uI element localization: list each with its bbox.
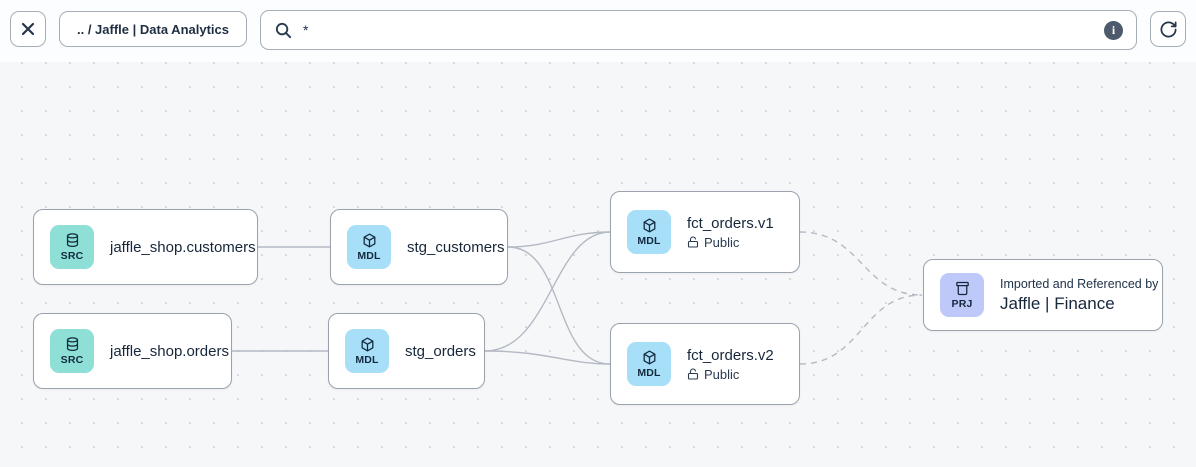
badge-label: SRC	[60, 354, 84, 366]
access-label: Public	[704, 234, 740, 250]
database-icon	[64, 232, 81, 249]
source-badge: SRC	[50, 329, 94, 373]
lineage-toolbar: .. / Jaffle | Data Analytics i	[0, 0, 1196, 62]
node-title: fct_orders.v1	[687, 214, 774, 232]
archive-box-icon	[954, 280, 971, 297]
node-title: jaffle_shop.orders	[110, 342, 229, 360]
cube-icon	[641, 349, 658, 366]
database-icon	[64, 336, 81, 353]
node-project-jaffle-finance[interactable]: PRJ Imported and Referenced by Jaffle | …	[923, 259, 1163, 331]
node-stg-customers[interactable]: MDL stg_customers	[330, 209, 508, 285]
close-icon	[19, 20, 37, 38]
badge-label: MDL	[357, 250, 381, 262]
edge-stg-customers-to-fct-v1	[507, 231, 611, 248]
edge-fct-v2-to-project	[799, 294, 923, 365]
lock-open-icon	[687, 236, 699, 248]
refresh-icon	[1159, 20, 1178, 39]
node-title: fct_orders.v2	[687, 346, 774, 364]
model-badge: MDL	[347, 225, 391, 269]
node-title: jaffle_shop.customers	[110, 238, 256, 256]
node-stg-orders[interactable]: MDL stg_orders	[328, 313, 485, 389]
node-pretitle: Imported and Referenced by	[1000, 276, 1159, 291]
model-badge: MDL	[345, 329, 389, 373]
badge-label: MDL	[355, 354, 379, 366]
source-badge: SRC	[50, 225, 94, 269]
breadcrumb[interactable]: .. / Jaffle | Data Analytics	[59, 11, 247, 47]
search-input[interactable]	[303, 22, 1094, 38]
badge-label: MDL	[637, 235, 661, 247]
edge-stg-orders-to-fct-v2	[484, 350, 611, 365]
cube-icon	[359, 336, 376, 353]
node-title: stg_customers	[407, 238, 505, 256]
access-label: Public	[704, 366, 740, 382]
search-icon	[274, 21, 293, 40]
model-badge: MDL	[627, 210, 671, 254]
node-src-jaffle-shop-customers[interactable]: SRC jaffle_shop.customers	[33, 209, 258, 285]
node-fct-orders-v2[interactable]: MDL fct_orders.v2 Public	[610, 323, 800, 405]
cube-icon	[361, 232, 378, 249]
cube-icon	[641, 217, 658, 234]
project-badge: PRJ	[940, 273, 984, 317]
refresh-button[interactable]	[1150, 11, 1186, 47]
lineage-canvas[interactable]: SRC jaffle_shop.customers SRC jaffle_sho…	[0, 62, 1196, 467]
info-icon[interactable]: i	[1104, 20, 1123, 40]
node-title: Jaffle | Finance	[1000, 293, 1115, 313]
badge-label: PRJ	[951, 298, 973, 310]
badge-label: MDL	[637, 367, 661, 379]
model-badge: MDL	[627, 342, 671, 386]
node-fct-orders-v1[interactable]: MDL fct_orders.v1 Public	[610, 191, 800, 273]
lock-open-icon	[687, 368, 699, 380]
node-src-jaffle-shop-orders[interactable]: SRC jaffle_shop.orders	[33, 313, 232, 389]
node-title: stg_orders	[405, 342, 476, 360]
close-button[interactable]	[10, 11, 46, 47]
edge-fct-v1-to-project	[799, 231, 923, 296]
search-box[interactable]: i	[260, 10, 1137, 50]
edge-stg-customers-to-fct-v2	[507, 246, 611, 365]
badge-label: SRC	[60, 250, 84, 262]
